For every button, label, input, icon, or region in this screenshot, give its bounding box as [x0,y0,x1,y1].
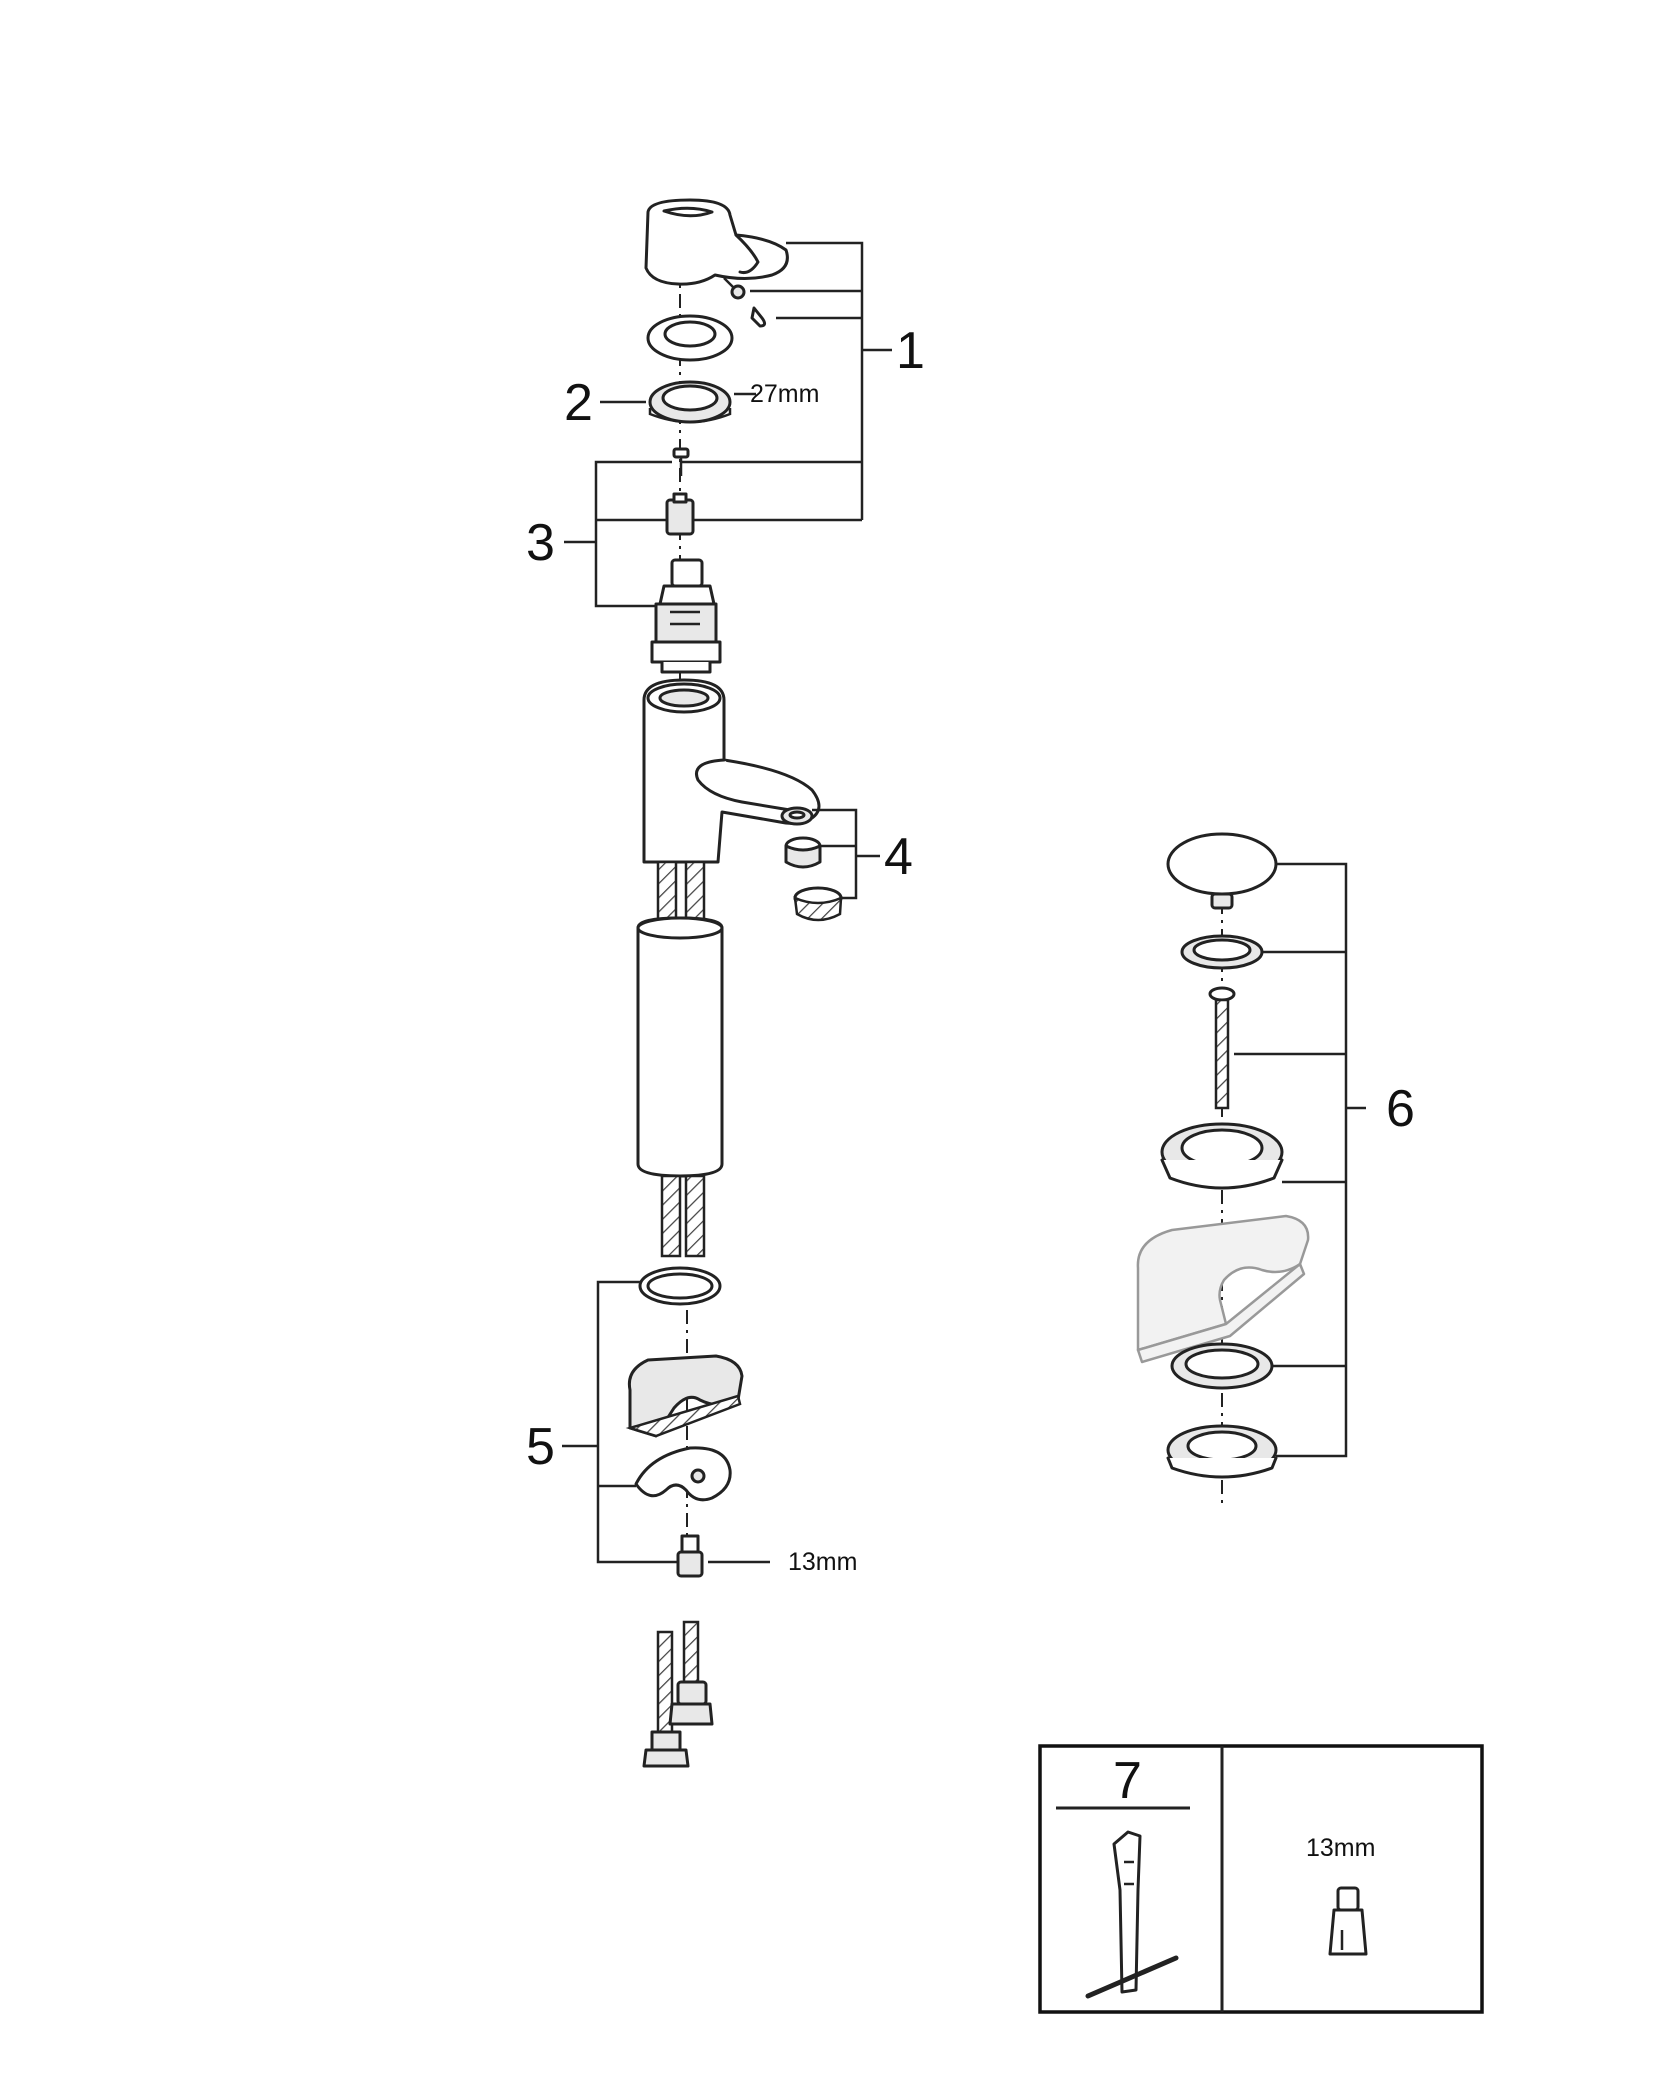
flexible-hoses-lower [660,1174,706,1258]
cartridge-nut [648,380,732,424]
threaded-stud [676,1534,704,1578]
plug-seal-ring [1180,934,1264,970]
cartridge-screw [672,447,690,476]
connection-hoses [642,1620,714,1768]
base-o-ring [638,1266,722,1306]
waste-gasket [1170,1342,1274,1390]
lever-handle [644,198,789,286]
callout-3: 3 [526,514,555,572]
callout-6: 6 [1386,1080,1415,1138]
callout-7: 7 [1113,1752,1142,1810]
cartridge-adapter [665,492,695,536]
aerator-insert [784,836,822,869]
callout-5: 5 [526,1418,555,1476]
faucet-body [642,678,821,864]
bracket-3 [564,460,672,608]
aerator-housing [793,886,843,922]
aerator-washer [780,806,814,826]
waste-flange [1160,1122,1284,1190]
bracket-6 [1234,862,1366,1458]
waste-plug-cap [1166,832,1278,910]
bracket-4 [812,808,880,900]
ceramic-cartridge [650,558,722,674]
extension-tube [636,916,724,1178]
bracket-1 [681,241,892,522]
dimension-27mm: 27mm [750,380,819,408]
callout-4: 4 [884,828,913,886]
counter-section-ghost [625,1354,744,1438]
callout-1: 1 [896,322,925,380]
callout-2: 2 [564,374,593,432]
handle-set-screw [723,277,767,328]
tool-kit-box [1038,1744,1484,2014]
bracket-5 [562,1280,678,1564]
waste-lock-nut [1166,1424,1278,1479]
cartridge-tool-key [1085,1830,1179,1999]
dimension-13mm-mount: 13mm [788,1548,857,1576]
cover-cap-ring [646,314,734,362]
basin-section-ghost [1136,1214,1310,1364]
horseshoe-washer [634,1446,732,1502]
waste-rod-screw [1208,986,1236,1110]
dimension-13mm-tool: 13mm [1306,1834,1375,1862]
wrench-adapter [1328,1886,1368,1956]
